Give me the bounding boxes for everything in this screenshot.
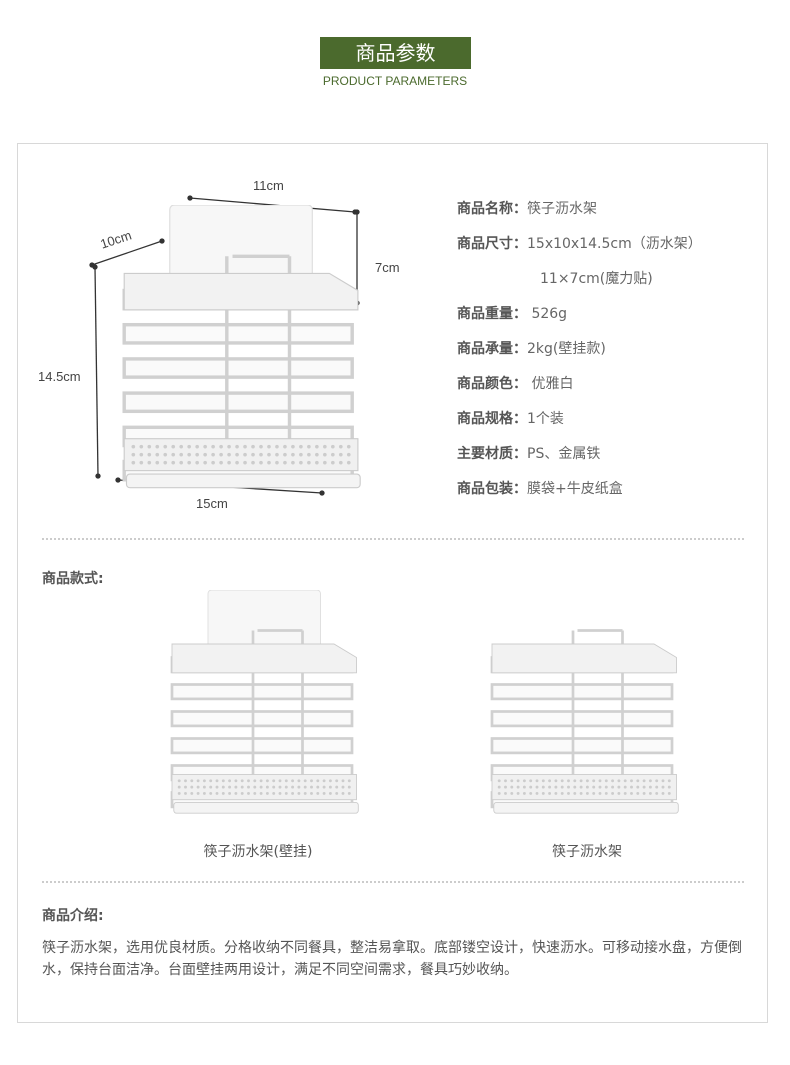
spec-value: 膜袋+牛皮纸盒 (527, 481, 623, 497)
spec-value: 筷子沥水架 (527, 201, 597, 217)
style-caption: 筷子沥水架(壁挂) (203, 844, 313, 860)
spec-label: 商品尺寸： (457, 236, 527, 252)
dim-height: 14.5cm (38, 369, 81, 384)
section-subtitle: PRODUCT PARAMETERS (322, 74, 468, 88)
spec-row: 商品名称：筷子沥水架 (457, 198, 597, 218)
spec-value: 1个装 (527, 411, 564, 427)
spec-row: 商品规格：1个装 (457, 408, 564, 428)
spec-value: PS、金属铁 (527, 446, 601, 462)
spec-value: 15x10x14.5cm（沥水架） (527, 236, 702, 252)
section-title: 商品参数 (320, 37, 471, 69)
dim-width-top: 11cm (253, 178, 284, 193)
intro-heading: 商品介绍: (42, 908, 104, 924)
spec-label: 商品包装： (457, 481, 527, 497)
spec-row: 商品颜色： 优雅白 (457, 373, 573, 393)
intro-text: 筷子沥水架，选用优良材质。分格收纳不同餐具，整洁易拿取。底部镂空设计，快速沥水。… (42, 940, 742, 978)
spec-value: 2kg(壁挂款) (527, 341, 606, 357)
spec-value: 11×7cm(魔力贴) (540, 271, 653, 287)
spec-row: 主要材质：PS、金属铁 (457, 443, 600, 463)
spec-label: 商品颜色： (457, 376, 527, 392)
spec-value: 526g (527, 306, 568, 322)
spec-row: 商品包装：膜袋+牛皮纸盒 (457, 478, 623, 498)
divider (42, 538, 744, 540)
spec-label: 主要材质： (457, 446, 527, 462)
product-panel (17, 143, 768, 1023)
product-image-wall (150, 589, 365, 819)
product-image-dimensions (100, 204, 365, 494)
divider (42, 881, 744, 883)
styles-heading: 商品款式: (42, 571, 104, 587)
style-caption: 筷子沥水架 (552, 844, 622, 860)
spec-label: 商品规格： (457, 411, 527, 427)
spec-value: 优雅白 (527, 376, 574, 392)
spec-row: 商品尺寸：15x10x14.5cm（沥水架） (457, 233, 702, 253)
spec-row: 商品重量： 526g (457, 303, 567, 323)
spec-row: 商品承量：2kg(壁挂款) (457, 338, 606, 358)
spec-row: 11×7cm(魔力贴) (540, 268, 653, 288)
spec-label: 商品名称： (457, 201, 527, 217)
dim-width-bottom: 15cm (196, 496, 228, 511)
spec-label: 商品重量： (457, 306, 527, 322)
dim-pad-height: 7cm (375, 260, 400, 275)
spec-label: 商品承量： (457, 341, 527, 357)
product-image-counter (470, 590, 685, 819)
